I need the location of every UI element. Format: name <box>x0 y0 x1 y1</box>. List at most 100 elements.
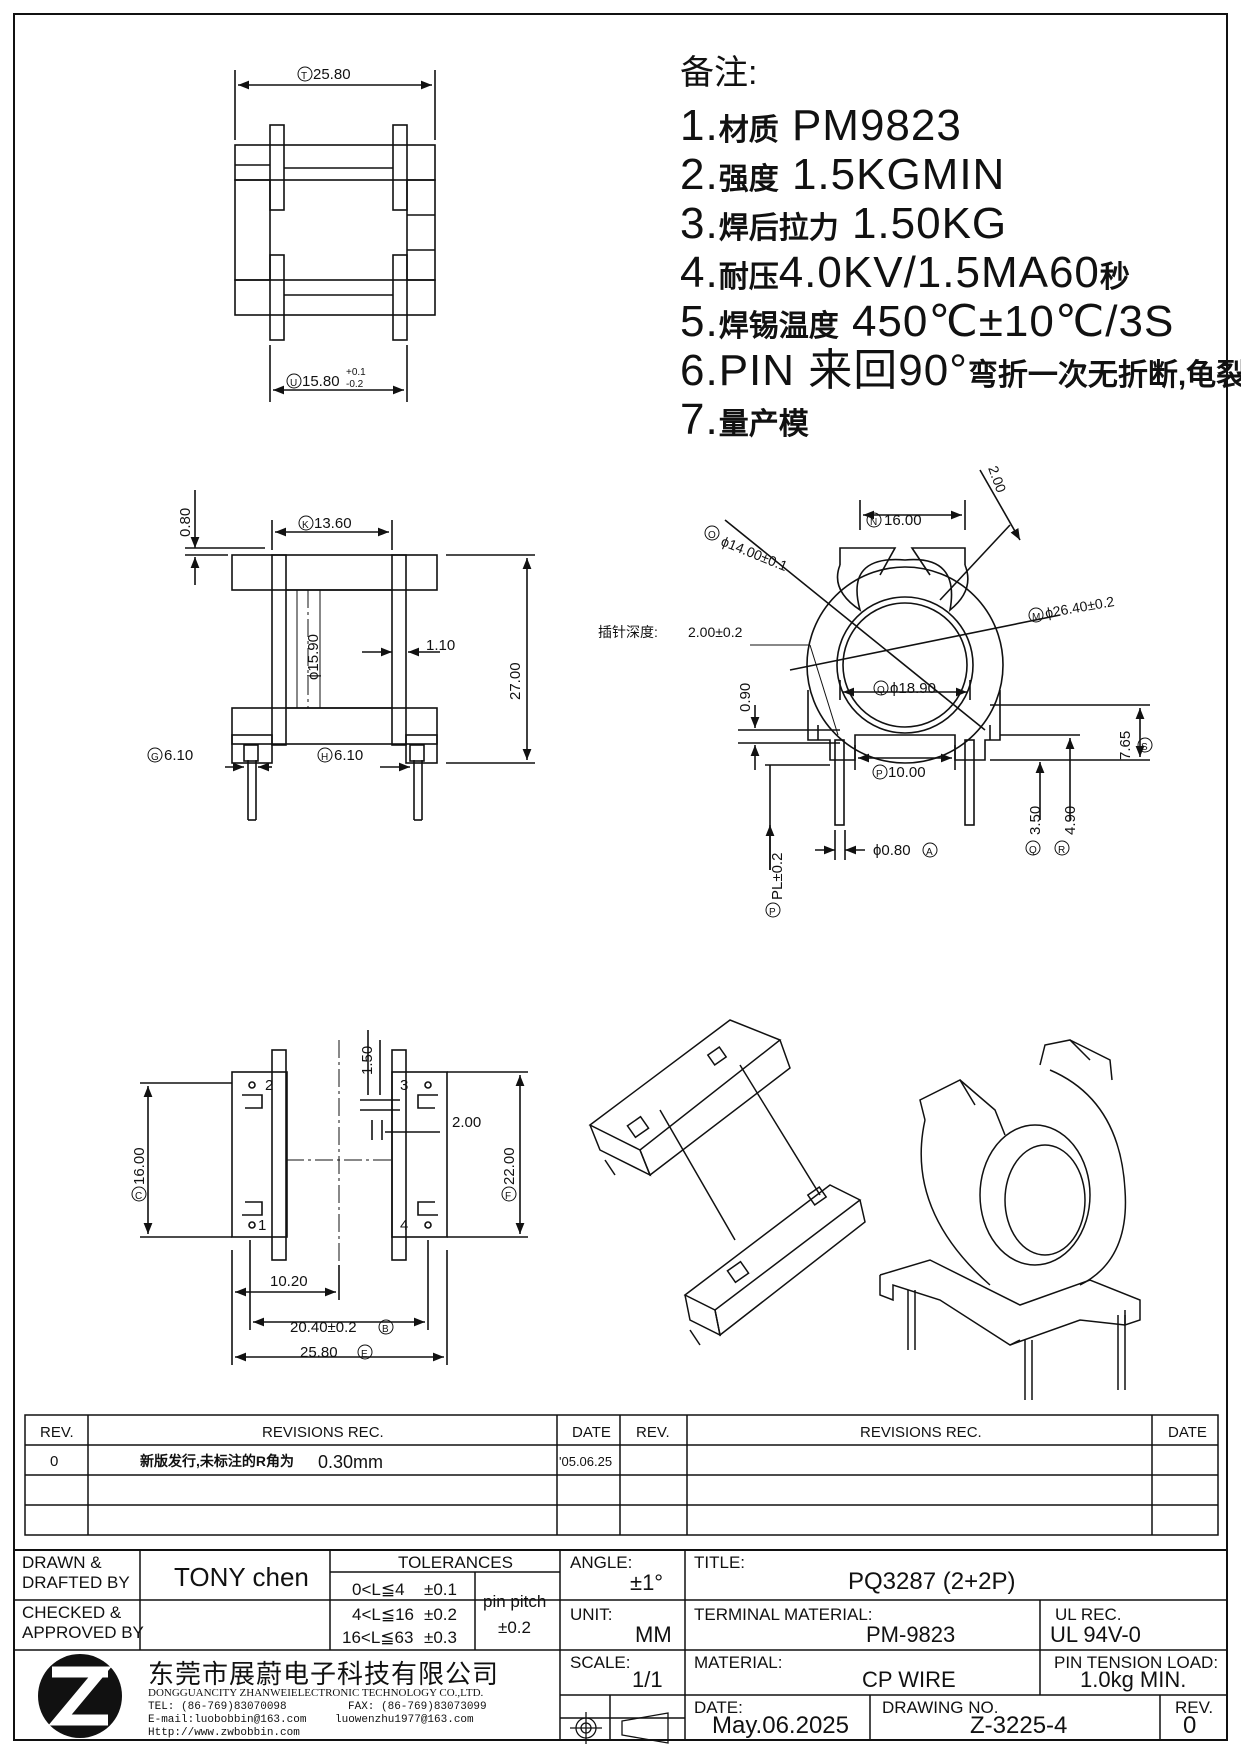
dim-half: 10.20 <box>270 1273 308 1290</box>
isometric-view-standing <box>879 1039 1141 1400</box>
dim-Q: ϕ18.90 <box>890 680 936 697</box>
company-logo <box>38 1654 122 1738</box>
date-row-0: '05.06.25 <box>559 1454 612 1469</box>
terminal-value: PM-9823 <box>866 1622 956 1647</box>
pin-pitch-value: ±0.2 <box>498 1618 531 1637</box>
date-label: DATE: <box>694 1698 743 1717</box>
material-label: MATERIAL: <box>694 1653 783 1672</box>
checked-label: CHECKED & APPROVED BY <box>22 1603 144 1643</box>
bottom-view-labels: 2 3 1 4 16.00 C 1.50 2.00 22.00 F 10.20 … <box>131 1046 518 1361</box>
note-2: 2.强度 1.5KGMIN <box>680 150 1006 199</box>
note-3: 3.焊后拉力 1.50KG <box>680 199 1008 248</box>
tol-range-1: 0<L≦4 <box>352 1580 405 1599</box>
dim-top-gap: 0.80 <box>177 508 194 537</box>
svg-text:U: U <box>290 378 297 389</box>
company-email-1: E-mail:luobobbin@163.com <box>148 1714 307 1726</box>
unit-label: UNIT: <box>570 1605 613 1624</box>
company-name-cn: 东莞市展蔚电子科技有限公司 <box>148 1659 500 1689</box>
svg-text:P: P <box>769 907 776 918</box>
dim-G: 6.10 <box>164 747 193 764</box>
rec-header-2: REVISIONS REC. <box>860 1424 982 1441</box>
angle-value: ±1° <box>630 1570 664 1595</box>
dim-gap2: 0.90 <box>737 683 754 712</box>
tol-value-3: ±0.3 <box>424 1628 457 1647</box>
dim-S: 7.65 <box>1117 731 1134 760</box>
notes-heading: 备注: <box>680 54 758 92</box>
dim-wall: 1.10 <box>426 637 455 654</box>
svg-text:O: O <box>708 530 716 541</box>
dim-B: 20.40±0.2 <box>290 1319 357 1336</box>
company-fax: FAX: (86-769)83073099 <box>348 1701 487 1713</box>
pin-4: 4 <box>400 1217 408 1234</box>
dim-slot: 1.50 <box>359 1046 376 1075</box>
svg-text:R: R <box>1058 845 1065 856</box>
insert-value: 2.00±0.2 <box>688 624 743 640</box>
title-value: PQ3287 (2+2P) <box>848 1568 1016 1595</box>
ul-label: UL REC. <box>1055 1605 1122 1624</box>
top-view-labels: T 25.80 U 15.80 +0.1 -0.2 <box>286 66 366 390</box>
pin-pitch-label: pin pitch <box>483 1592 547 1611</box>
dim-PL: PL±0.2 <box>769 853 786 900</box>
revisions-text: REV. REVISIONS REC. DATE REV. REVISIONS … <box>40 1424 1207 1472</box>
dim-N: 16.00 <box>884 512 922 529</box>
tol-value-2: ±0.2 <box>424 1605 457 1624</box>
dim-U-tol-minus: -0.2 <box>346 379 364 390</box>
svg-text:K: K <box>302 520 309 531</box>
dim-angle: 2.00 <box>985 464 1009 495</box>
dim-E: 25.80 <box>300 1344 338 1361</box>
svg-text:M: M <box>1032 612 1040 623</box>
dim-U: 15.80 <box>302 373 340 390</box>
company-name-en: DONGGUANCITY ZHANWEIELECTRONIC TECHNOLOG… <box>148 1687 484 1699</box>
pin-tension-value: 1.0kg MIN. <box>1080 1667 1187 1692</box>
dim-J: 27.00 <box>507 662 524 700</box>
dim-F: 22.00 <box>501 1147 518 1185</box>
company-email-2: luowenzhu1977@163.com <box>335 1714 474 1726</box>
dim-C: 16.00 <box>131 1147 148 1185</box>
rev-row-0: 0 <box>50 1453 58 1470</box>
svg-text:G: G <box>151 752 159 763</box>
front-view-labels: K 13.60 0.80 ϕ15.90 1.10 27.00 G 6.10 H … <box>147 508 524 764</box>
pin-2: 2 <box>265 1077 273 1094</box>
dim-slot2: 2.00 <box>452 1114 481 1131</box>
dim-M: ϕ26.40±0.2 <box>1044 593 1116 621</box>
dim-R: 4.90 <box>1062 806 1079 835</box>
tol-range-2: 4<L≦16 <box>352 1605 414 1624</box>
svg-text:F: F <box>505 1191 511 1202</box>
dim-A: ϕ0.80 <box>873 842 911 859</box>
svg-text:H: H <box>321 752 328 763</box>
rev-value: 0 <box>1183 1712 1197 1739</box>
bottom-view <box>140 1030 528 1365</box>
svg-text:Q: Q <box>1029 845 1037 856</box>
dim-O: ϕ14.00±0.1 <box>719 533 790 574</box>
svg-text:N: N <box>870 517 877 528</box>
svg-text:S: S <box>1141 742 1148 753</box>
isometric-view-lying <box>588 1019 866 1346</box>
material-value: CP WIRE <box>862 1667 956 1692</box>
dim-pin-a: 3.50 <box>1027 806 1044 835</box>
note-1: 1.材质 PM9823 <box>680 101 962 150</box>
drawing-no-value: Z-3225-4 <box>970 1712 1068 1739</box>
notes-block: 备注: 1.材质 PM9823 2.强度 1.5KGMIN 3.焊后拉力 1.5… <box>680 56 1241 447</box>
svg-text:Q: Q <box>877 685 885 696</box>
rev-header-2: REV. <box>636 1424 670 1441</box>
terminal-label: TERMINAL MATERIAL: <box>694 1605 873 1624</box>
pin-1: 1 <box>258 1217 266 1234</box>
side-view-labels: N 16.00 O ϕ14.00±0.1 2.00 M ϕ26.40±0.2 插… <box>598 464 1153 918</box>
rev-header: REV. <box>40 1424 74 1441</box>
svg-text:T: T <box>301 71 307 82</box>
svg-text:A: A <box>926 847 933 858</box>
company-web: Http://www.zwbobbin.com <box>148 1727 300 1739</box>
note-4: 4.耐压4.0KV/1.5MA60秒 <box>680 248 1130 297</box>
pin-3: 3 <box>400 1077 408 1094</box>
tol-value-1: ±0.1 <box>424 1580 457 1599</box>
revisions-table <box>24 1414 1219 1536</box>
note-5: 5.焊锡温度 450℃±10℃/3S <box>680 297 1175 346</box>
scale-label: SCALE: <box>570 1653 631 1672</box>
unit-value: MM <box>635 1622 672 1647</box>
side-view <box>724 469 1150 870</box>
svg-text:C: C <box>135 1191 142 1202</box>
front-view <box>185 490 535 821</box>
drawn-label: DRAWN & DRAFTED BY <box>22 1553 130 1593</box>
rev-label: REV. <box>1175 1698 1214 1717</box>
